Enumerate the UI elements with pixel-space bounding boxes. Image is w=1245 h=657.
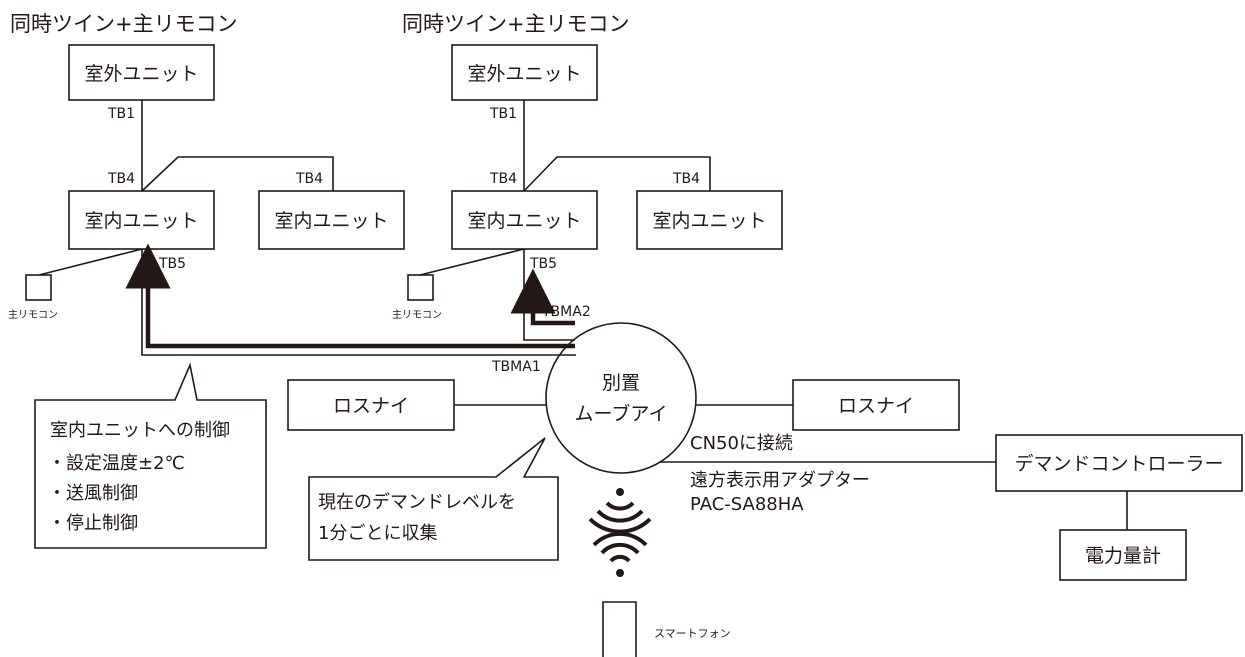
wireless-signal-icon — [588, 501, 652, 563]
demand-callout-line2: 1分ごとに収集 — [318, 523, 437, 544]
control-callout-title: 室内ユニットへの制御 — [50, 420, 230, 441]
control-callout-item-1: ・設定温度±2℃ — [48, 453, 185, 474]
lossnay-right-label: ロスナイ — [838, 395, 914, 417]
right-outdoor-unit-label: 室外ユニット — [467, 63, 581, 85]
right-system — [407, 44, 783, 301]
move-eye-label-line1: 別置 — [602, 372, 640, 394]
left-remote-label: 主リモコン — [8, 309, 58, 321]
demand-controller-box — [995, 434, 1243, 492]
smartphone-label: スマートフォン — [654, 627, 731, 640]
demand-callout-bubble — [308, 437, 559, 561]
left-tb4-main-label: TB4 — [107, 171, 135, 187]
left-system — [25, 44, 405, 301]
power-meter-label: 電力量計 — [1085, 545, 1161, 567]
left-remote-controller — [25, 274, 52, 301]
right-tb4-main-label: TB4 — [489, 171, 517, 187]
move-eye-unit — [545, 322, 697, 474]
tbma1-label: TBMA1 — [491, 359, 541, 375]
control-callout-bubble — [34, 362, 267, 549]
control-callout-item-3: ・停止制御 — [48, 513, 138, 534]
tbma2-control-arrow — [510, 268, 575, 326]
demand-callout-line1: 現在のデマンドレベルを — [318, 492, 516, 513]
left-system-title: 同時ツイン+主リモコン — [10, 12, 238, 36]
left-tb1-label: TB1 — [107, 106, 135, 122]
demand-controller-label: デマンドコントローラー — [1014, 453, 1223, 475]
left-tb5-label: TB5 — [158, 256, 186, 272]
right-tb5-label: TB5 — [529, 256, 557, 272]
left-indoor-unit-sub-box — [258, 190, 405, 250]
adapter-label-line2: PAC-SA88HA — [690, 494, 804, 515]
left-indoor-unit-main-label: 室内ユニット — [84, 210, 198, 232]
right-indoor-unit-main-label: 室内ユニット — [467, 210, 581, 232]
tbma2-label: TBMA2 — [541, 304, 591, 320]
right-tb4-wire — [523, 156, 711, 192]
right-remote-controller — [407, 274, 434, 301]
right-tb1-label: TB1 — [489, 106, 517, 122]
cn50-label: CN50に接続 — [690, 433, 793, 454]
tbma1-control-arrow — [125, 243, 575, 349]
right-indoor-unit-sub-box — [636, 190, 783, 250]
left-indoor-unit-sub-label: 室内ユニット — [274, 210, 388, 232]
power-meter-box — [1059, 529, 1187, 581]
left-outdoor-unit-label: 室外ユニット — [84, 63, 198, 85]
control-callout-item-2: ・送風制御 — [48, 483, 138, 504]
adapter-label-line1: 遠方表示用アダプター — [690, 470, 870, 491]
move-eye-label-line2: ムーブアイ — [575, 402, 668, 425]
smartphone-outline — [602, 601, 637, 657]
right-indoor-unit-sub-label: 室内ユニット — [652, 210, 766, 232]
wireless-signal-dot-bottom — [616, 569, 624, 577]
right-remote-label: 主リモコン — [392, 309, 442, 321]
right-tb4-sub-label: TB4 — [672, 171, 700, 187]
tbma1-wire — [141, 249, 576, 356]
wireless-signal-dot-top — [616, 488, 624, 496]
right-remote-wire — [419, 248, 525, 276]
left-tb4-sub-label: TB4 — [295, 171, 323, 187]
lossnay-left-label: ロスナイ — [333, 395, 409, 417]
left-tb4-wire — [141, 156, 334, 192]
left-remote-wire — [38, 248, 143, 276]
right-system-title: 同時ツイン+主リモコン — [402, 12, 630, 36]
